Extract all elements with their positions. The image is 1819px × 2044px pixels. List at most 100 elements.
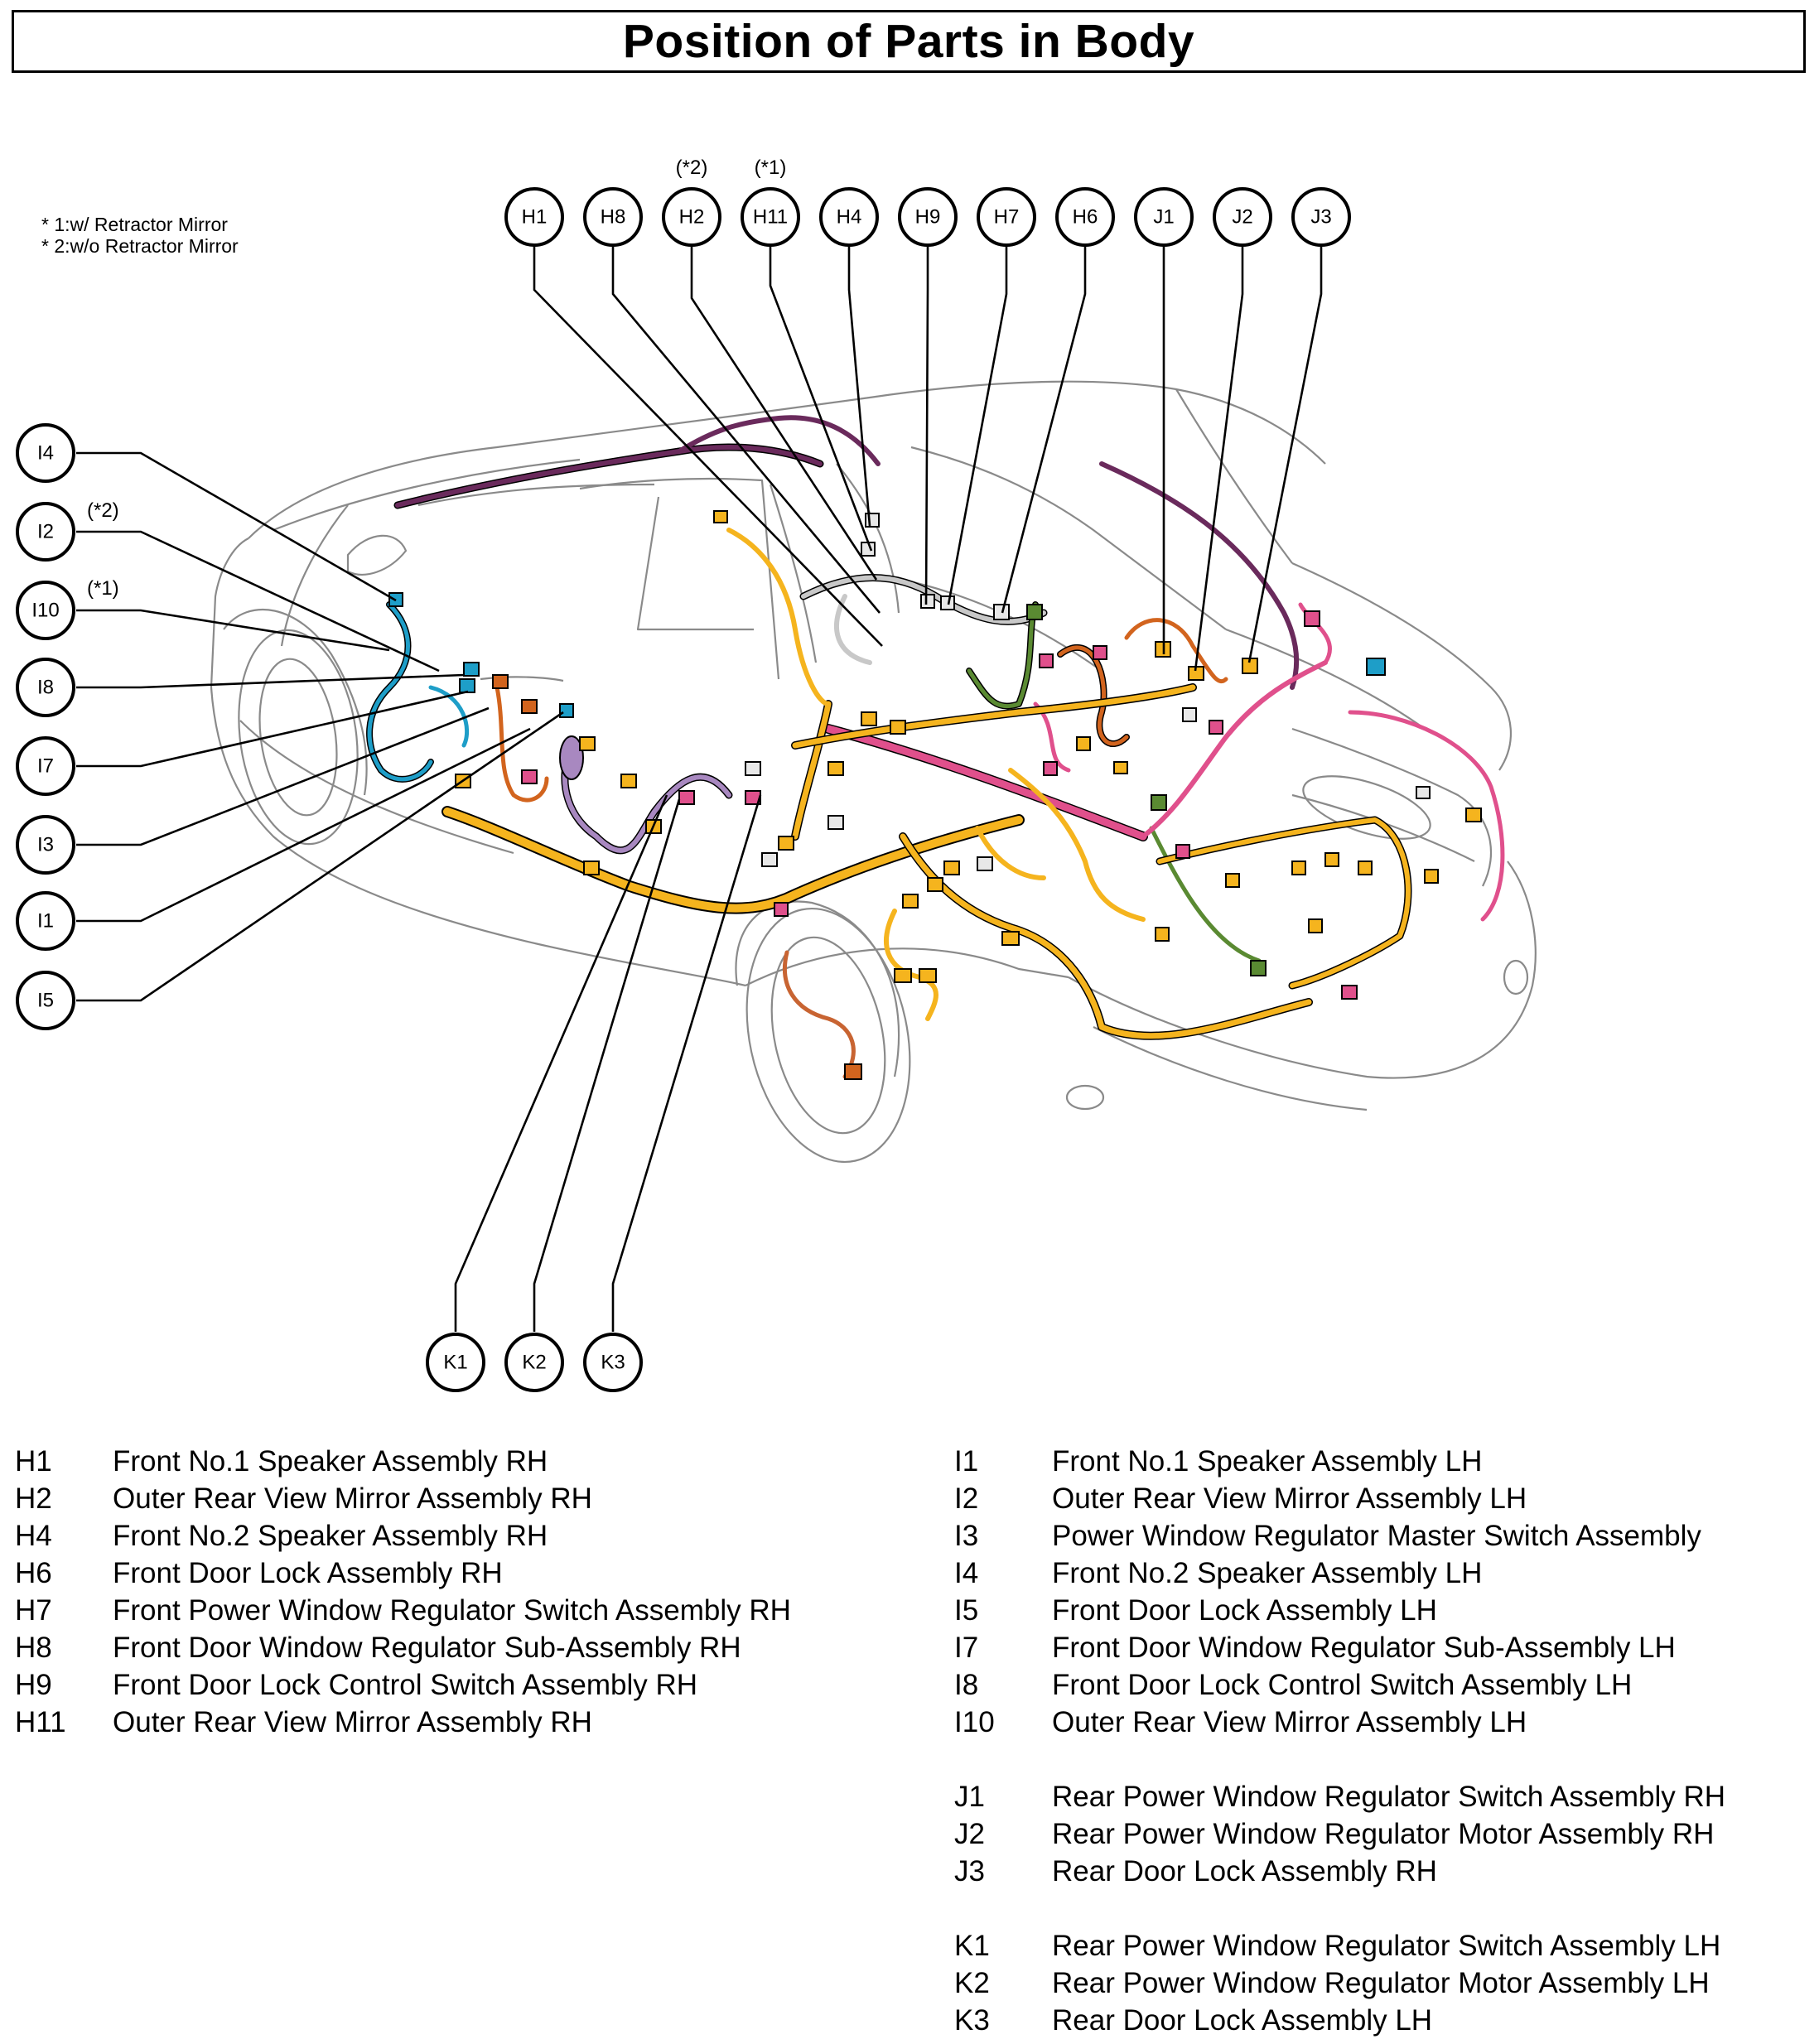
callout-label: H6 bbox=[1073, 206, 1098, 229]
callout-note-I10: (*1) bbox=[87, 577, 119, 600]
callout-label: K1 bbox=[443, 1352, 467, 1374]
callout-I2[interactable]: I2 bbox=[16, 502, 75, 562]
legend-name: Rear Power Window Regulator Switch Assem… bbox=[1052, 1930, 1721, 1962]
legend-spacer bbox=[954, 1890, 1725, 1927]
callout-label: I1 bbox=[37, 910, 54, 933]
legend-name: Rear Door Lock Assembly LH bbox=[1052, 2004, 1433, 2037]
callout-H11[interactable]: H11 bbox=[741, 187, 800, 247]
footnotes: * 1:w/ Retractor Mirror * 2:w/o Retracto… bbox=[41, 214, 239, 257]
legend-row: J2 Rear Power Window Regulator Motor Asse… bbox=[954, 1815, 1725, 1853]
legend-code: I1 bbox=[954, 1445, 979, 1478]
legend-row: I1 Front No.1 Speaker Assembly LH bbox=[954, 1443, 1725, 1480]
callout-label: I8 bbox=[37, 677, 54, 699]
callout-K2[interactable]: K2 bbox=[504, 1333, 564, 1392]
legend-code: H11 bbox=[15, 1706, 66, 1738]
legend-code: H2 bbox=[15, 1482, 52, 1515]
legend-name: Rear Power Window Regulator Motor Assemb… bbox=[1052, 1818, 1715, 1850]
legend-name: Front No.2 Speaker Assembly LH bbox=[1052, 1557, 1483, 1589]
legend-code: I10 bbox=[954, 1706, 995, 1738]
legend-name: Front Door Lock Control Switch Assembly … bbox=[113, 1669, 698, 1701]
legend-name: Outer Rear View Mirror Assembly RH bbox=[113, 1482, 592, 1515]
callout-H7[interactable]: H7 bbox=[977, 187, 1036, 247]
callout-label: H4 bbox=[837, 206, 862, 229]
callout-K1[interactable]: K1 bbox=[426, 1333, 485, 1392]
legend-name: Front Door Window Regulator Sub-Assembly… bbox=[1052, 1632, 1676, 1664]
legend-code: H1 bbox=[15, 1445, 52, 1478]
callout-label: H2 bbox=[679, 206, 705, 229]
wire-harnesses bbox=[366, 415, 1505, 1079]
legend-row: I8 Front Door Lock Control Switch Assembl… bbox=[954, 1666, 1725, 1704]
legend-code: I8 bbox=[954, 1669, 979, 1701]
legend-row: I10 Outer Rear View Mirror Assembly LH bbox=[954, 1704, 1725, 1741]
legend-name: Front No.1 Speaker Assembly LH bbox=[1052, 1445, 1483, 1478]
legend-name: Rear Power Window Regulator Switch Assem… bbox=[1052, 1781, 1726, 1813]
legend-row: K3 Rear Door Lock Assembly LH bbox=[954, 2002, 1725, 2039]
legend-name: Front Door Window Regulator Sub-Assembly… bbox=[113, 1632, 741, 1664]
callout-J1[interactable]: J1 bbox=[1134, 187, 1194, 247]
legend-code: I2 bbox=[954, 1482, 979, 1515]
legend-code: H9 bbox=[15, 1669, 52, 1701]
legend-name: Front Power Window Regulator Switch Asse… bbox=[113, 1594, 791, 1627]
callout-I3[interactable]: I3 bbox=[16, 815, 75, 875]
legend-name: Front Door Lock Assembly LH bbox=[1052, 1594, 1437, 1627]
legend-name: Front No.1 Speaker Assembly RH bbox=[113, 1445, 548, 1478]
callout-H4[interactable]: H4 bbox=[819, 187, 879, 247]
callout-H1[interactable]: H1 bbox=[504, 187, 564, 247]
legend-code: H8 bbox=[15, 1632, 52, 1664]
callout-label: I2 bbox=[37, 521, 54, 543]
legend-name: Rear Power Window Regulator Motor Assemb… bbox=[1052, 1967, 1710, 1999]
connectors bbox=[388, 510, 1482, 1080]
legend-code: I3 bbox=[954, 1520, 979, 1552]
callout-H6[interactable]: H6 bbox=[1055, 187, 1115, 247]
callout-label: H7 bbox=[994, 206, 1020, 229]
legend-name: Outer Rear View Mirror Assembly RH bbox=[113, 1706, 592, 1738]
footnote-1: * 1:w/ Retractor Mirror bbox=[41, 214, 228, 235]
legend-row: J3 Rear Door Lock Assembly RH bbox=[954, 1853, 1725, 1890]
legend-row: H1 Front No.1 Speaker Assembly RH bbox=[15, 1443, 791, 1480]
callout-J2[interactable]: J2 bbox=[1213, 187, 1272, 247]
callout-I4[interactable]: I4 bbox=[16, 423, 75, 483]
callout-H8[interactable]: H8 bbox=[583, 187, 643, 247]
callout-H2[interactable]: H2 bbox=[662, 187, 721, 247]
legend-name: Front Door Lock Control Switch Assembly … bbox=[1052, 1669, 1633, 1701]
legend-row: H4 Front No.2 Speaker Assembly RH bbox=[15, 1517, 791, 1555]
callout-label: I5 bbox=[37, 990, 54, 1012]
body-wiring-diagram: H1 H8 H2 H11 H4 H9 H7 H6 J1 J2 J3 I4 I2 … bbox=[16, 157, 1537, 1392]
legend-name: Outer Rear View Mirror Assembly LH bbox=[1052, 1482, 1527, 1515]
callout-label: J1 bbox=[1153, 206, 1174, 229]
callout-I10[interactable]: I10 bbox=[16, 581, 75, 640]
callout-label: K3 bbox=[601, 1352, 625, 1374]
legend-code: J2 bbox=[954, 1818, 985, 1850]
legend-name: Rear Door Lock Assembly RH bbox=[1052, 1855, 1437, 1887]
callout-I5[interactable]: I5 bbox=[16, 971, 75, 1030]
legend-code: J3 bbox=[954, 1855, 985, 1887]
legend-code: K3 bbox=[954, 2004, 990, 2037]
callout-I1[interactable]: I1 bbox=[16, 891, 75, 951]
legend-row: J1 Rear Power Window Regulator Switch Ass… bbox=[954, 1778, 1725, 1815]
legend-code: J1 bbox=[954, 1781, 985, 1813]
legend-code: I4 bbox=[954, 1557, 979, 1589]
legend-name: Outer Rear View Mirror Assembly LH bbox=[1052, 1706, 1527, 1738]
legend-code: I7 bbox=[954, 1632, 979, 1664]
callout-I7[interactable]: I7 bbox=[16, 736, 75, 796]
legend-name: Front No.2 Speaker Assembly RH bbox=[113, 1520, 548, 1552]
callout-note-H11: (*1) bbox=[755, 157, 787, 179]
legend-row: I4 Front No.2 Speaker Assembly LH bbox=[954, 1555, 1725, 1592]
legend-row: I7 Front Door Window Regulator Sub-Assemb… bbox=[954, 1629, 1725, 1666]
callout-label: J3 bbox=[1310, 206, 1331, 229]
callout-K3[interactable]: K3 bbox=[583, 1333, 643, 1392]
callout-label: I10 bbox=[31, 600, 59, 622]
callout-label: K2 bbox=[522, 1352, 546, 1374]
legend-code: H4 bbox=[15, 1520, 52, 1552]
callout-I8[interactable]: I8 bbox=[16, 658, 75, 717]
callout-H9[interactable]: H9 bbox=[898, 187, 958, 247]
legend-name: Front Door Lock Assembly RH bbox=[113, 1557, 503, 1589]
callout-J3[interactable]: J3 bbox=[1291, 187, 1351, 247]
legend-code: H7 bbox=[15, 1594, 52, 1627]
